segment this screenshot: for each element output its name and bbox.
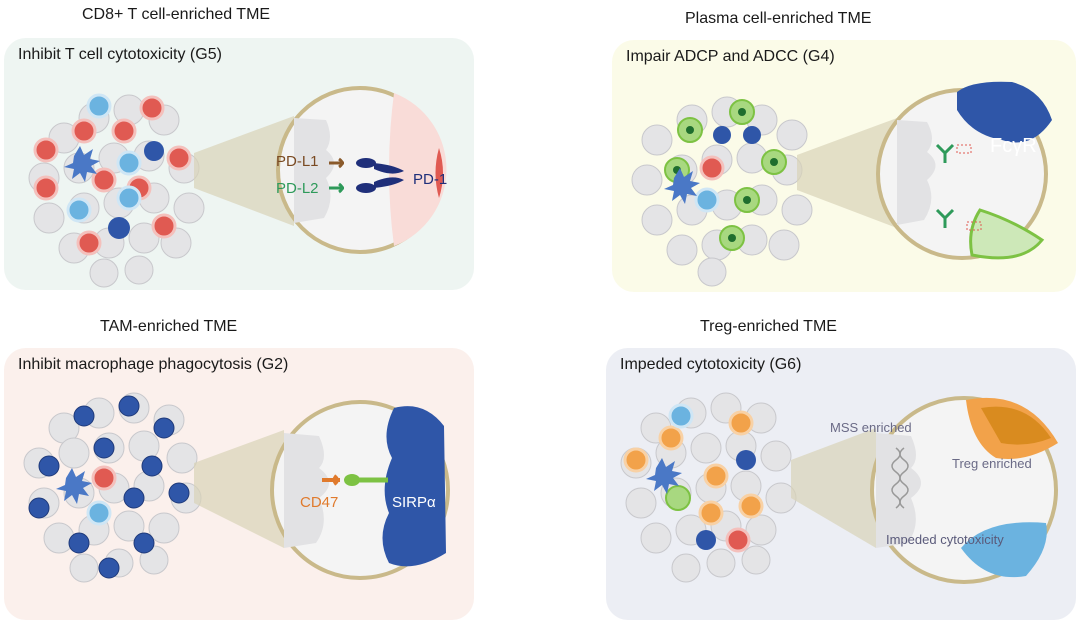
panel-3-title: Inhibit macrophage phagocytosis (G2) — [18, 356, 289, 373]
panel-2-title: Impair ADCP and ADCC (G4) — [626, 48, 835, 65]
t-cell-blue — [66, 93, 142, 223]
dendritic-cell-icon — [664, 168, 700, 204]
panel-2-heading: Plasma cell-enriched TME — [685, 10, 872, 27]
cd8-illustration — [28, 86, 447, 288]
dendritic-cell-icon — [56, 468, 92, 504]
plasma-illustration — [631, 81, 1052, 287]
pd1-label: PD-1 — [413, 171, 448, 188]
cd47-label: CD47 — [300, 494, 339, 511]
mss-label: MSS enriched — [830, 420, 912, 435]
dendritic-cell-icon — [64, 146, 100, 182]
tumor-cluster-icon — [28, 93, 205, 288]
dna-helix-icon — [891, 447, 909, 509]
macrophage-icon — [28, 395, 190, 579]
panel-1-heading: CD8+ T cell-enriched TME — [82, 6, 271, 23]
t-cell-red — [33, 95, 192, 256]
panel-3-heading: TAM-enriched TME — [100, 318, 238, 335]
sirpa-label: SIRPα — [392, 494, 436, 511]
panel-4-heading: Treg-enriched TME — [700, 318, 837, 335]
dendritic-cell-icon — [646, 458, 682, 494]
zoom-lens-icon — [194, 116, 294, 226]
fcyr-label: FcγR — [990, 135, 1037, 157]
antibody-icon — [935, 143, 955, 228]
tam-illustration — [23, 392, 450, 583]
treg-illustration — [620, 392, 1058, 584]
impeded-label: Impeded cytotoxicity — [886, 532, 1004, 547]
treg-cell-icon — [623, 410, 764, 526]
treg-label: Treg enriched — [952, 456, 1032, 471]
pdl1-label: PD-L1 — [276, 153, 319, 170]
macrophage-icon — [108, 141, 164, 239]
panel-1-title: Inhibit T cell cytotoxicity (G5) — [18, 46, 222, 63]
pdl2-label: PD-L2 — [276, 180, 319, 197]
panel-4-title: Impeded cytotoxicity (G6) — [620, 356, 802, 373]
